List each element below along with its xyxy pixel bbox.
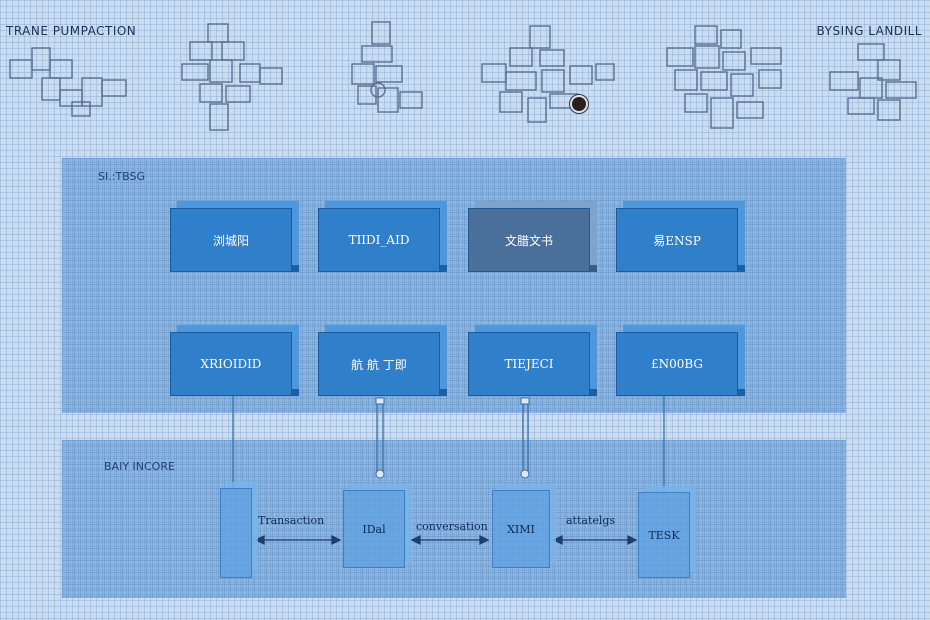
arrow-head-left-2 <box>410 534 421 546</box>
link-label-3: attatelgs <box>566 514 616 527</box>
arrow-head-left-3 <box>552 534 563 546</box>
bottom-panel: BAIY INCORE <box>62 440 846 598</box>
link-label-2: conversation <box>416 520 488 533</box>
component-box-r2-4[interactable]: £N00BG <box>616 332 738 396</box>
maze-decoration-1 <box>8 40 138 120</box>
arrow-head-right-2 <box>479 534 490 546</box>
pointer-dot-icon <box>570 95 588 113</box>
arrow-head-left-1 <box>254 534 265 546</box>
top-panel-label: SI.:TBSG <box>98 170 146 183</box>
arrow-head-right-1 <box>331 534 342 546</box>
component-box-r1-4[interactable]: 易ENSP <box>616 208 738 272</box>
component-box-r1-2[interactable]: TIIDI_AID <box>318 208 440 272</box>
link-label-1: Transaction <box>258 514 325 527</box>
component-box-r1-3[interactable]: 文腊文书 <box>468 208 590 272</box>
header-right-label: BYSING LANDILL <box>816 24 922 38</box>
link-cap-2 <box>520 397 530 405</box>
maze-decoration-4 <box>480 22 620 132</box>
arrow-head-right-3 <box>627 534 638 546</box>
link-joint-2 <box>520 469 530 479</box>
component-box-r2-3[interactable]: TIEJECI <box>468 332 590 396</box>
link-cap-1 <box>375 397 385 405</box>
maze-decoration-2 <box>180 20 290 135</box>
link-joint-1 <box>375 469 385 479</box>
component-box-r2-1[interactable]: XRIOIDID <box>170 332 292 396</box>
maze-decoration-6 <box>828 40 923 125</box>
data-store-4[interactable]: TESK <box>638 492 690 578</box>
bottom-panel-label: BAIY INCORE <box>104 460 175 473</box>
maze-decoration-3 <box>348 18 428 128</box>
data-store-2[interactable]: IDal <box>343 490 405 568</box>
maze-decoration-5 <box>665 22 795 137</box>
component-box-r1-1[interactable]: 浏城阳 <box>170 208 292 272</box>
header-left-label: TRANE PUMPACTION <box>6 24 137 38</box>
data-store-1[interactable] <box>220 488 252 578</box>
component-box-r2-2[interactable]: 航 航 丁即 <box>318 332 440 396</box>
data-store-3[interactable]: XIMI <box>492 490 550 568</box>
